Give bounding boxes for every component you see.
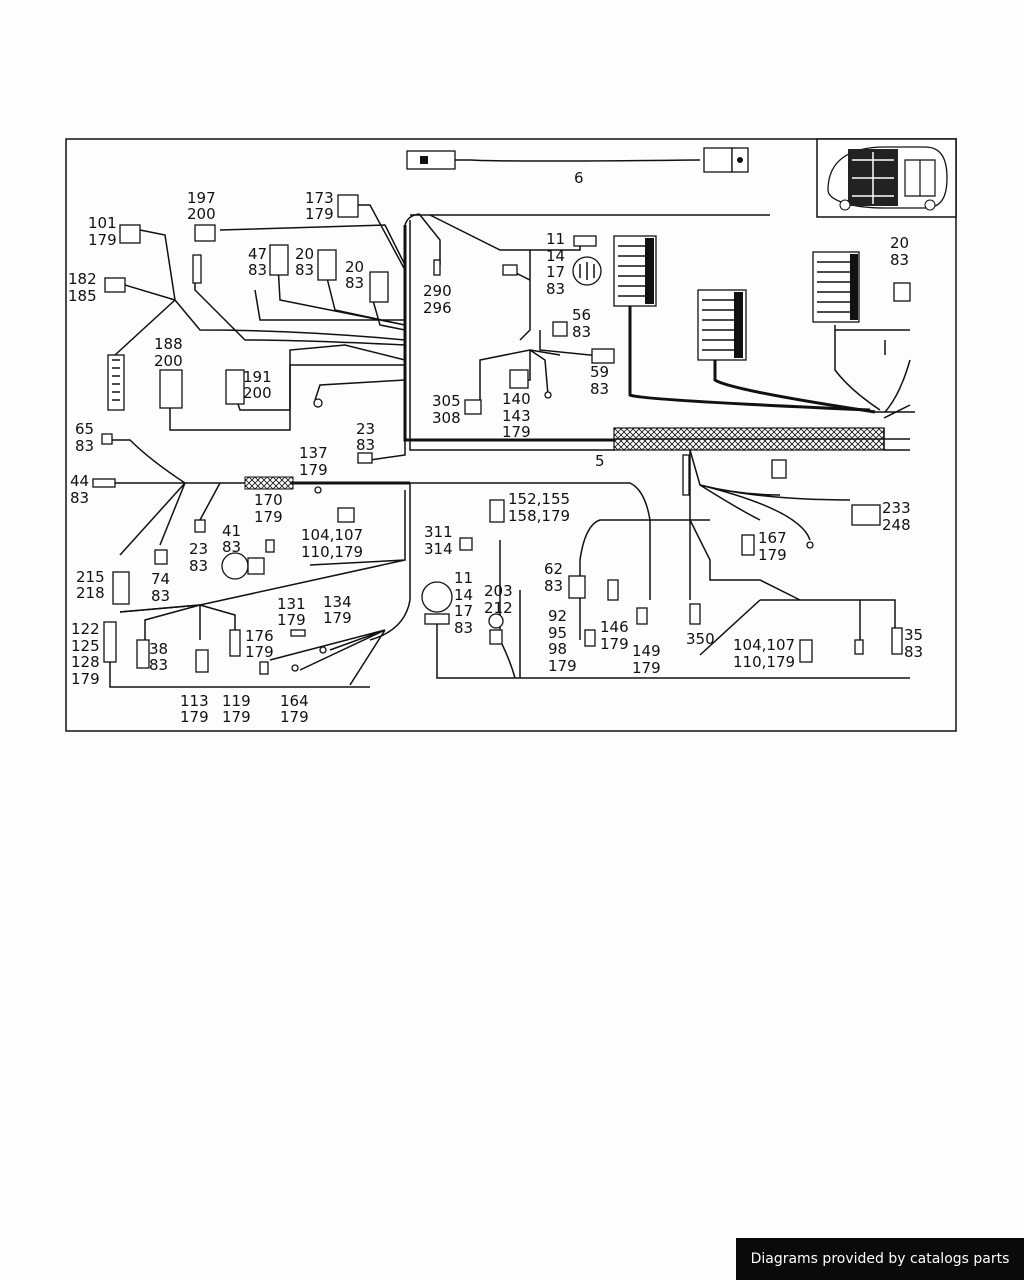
vehicle-locator-thumbnail — [816, 138, 957, 218]
upper-left-branches — [114, 204, 406, 461]
main-harness-trunk — [403, 213, 915, 451]
connectors — [92, 194, 911, 675]
central-branches — [419, 214, 610, 400]
callout-350: 350 — [686, 630, 715, 648]
callout-5: 5 — [595, 452, 605, 470]
fuse-box-c — [812, 251, 860, 323]
harness-sleeve-170 — [244, 476, 294, 490]
footer-credit-text: Diagrams provided by catalogs parts — [750, 1251, 1010, 1267]
callout-6: 6 — [574, 169, 584, 187]
cable-assembly-6 — [406, 147, 749, 173]
footer-credit: Diagrams provided by catalogs parts — [736, 1238, 1024, 1280]
fuse-box-a — [613, 235, 657, 307]
fuse-box-b — [697, 289, 747, 361]
drawing-frame — [65, 138, 957, 732]
